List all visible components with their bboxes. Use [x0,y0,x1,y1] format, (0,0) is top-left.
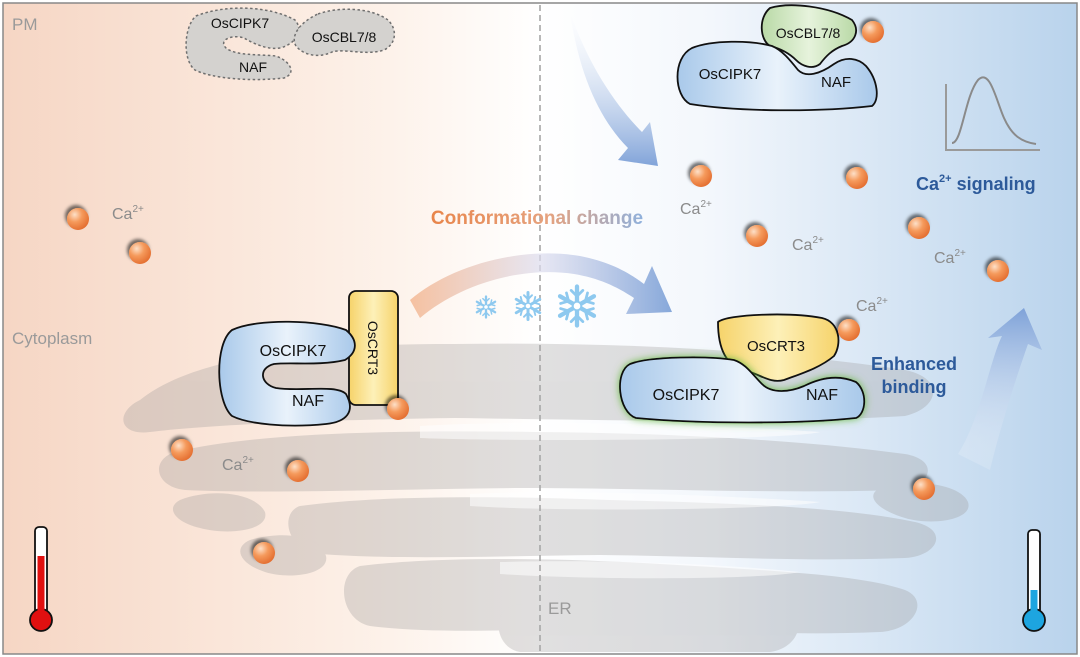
warm-oscipk7-shape [218,320,356,427]
active-oscrt3-label: OsCRT3 [747,338,805,355]
calcium-ion [253,542,275,564]
inactive-pm-complex: OsCIPK7 NAF OsCBL7/8 [185,7,396,81]
er-lumen-gaps [420,423,820,579]
calcium-ion [67,208,89,230]
active-oscipk7-crt3-label: OsCIPK7 [653,387,720,404]
calcium-ion [129,242,151,264]
calcium-ion [690,165,712,187]
warm-naf-label: NAF [292,393,324,410]
calcium-ion [746,225,768,247]
inactive-oscipk7-label: OsCIPK7 [211,15,270,31]
conformational-change-label: Conformational change [431,208,643,229]
active-oscipk7-crt3-shape [619,356,866,424]
ca-label: Ca2+ [680,199,712,218]
cytoplasm-label: Cytoplasm [12,329,92,348]
calcium-ion [908,217,930,239]
thermometer-hot-icon [29,526,53,632]
active-naf-crt3-label: NAF [806,387,838,404]
active-oscipk7-label: OsCIPK7 [699,66,762,83]
calcium-ion [838,319,860,341]
calcium-ion [171,439,193,461]
ca-label: Ca2+ [222,455,254,474]
calcium-transient-graph-icon [945,76,1040,151]
calcium-ions [67,21,1009,564]
inactive-oscbl-label: OsCBL7/8 [312,29,377,45]
inactive-oscbl-shape [293,8,396,57]
calcium-ion [987,260,1009,282]
calcium-ion [287,460,309,482]
active-cipk7-crt3-complex: OsCRT3 OsCIPK7 NAF [619,313,866,424]
calcium-ion [862,21,884,43]
er-label: ER [548,599,572,618]
active-pm-complex: OsCBL7/8 OsCIPK7 NAF [676,4,878,112]
pm-label: PM [12,15,38,34]
ca-label: Ca2+ [934,248,966,267]
warm-oscipk7-label: OsCIPK7 [260,343,327,360]
inactive-oscipk7-shape [185,7,300,81]
thermometer-cold-icon [1022,529,1046,632]
enhanced-binding-label-line1: Enhanced [871,354,957,374]
warm-oscrt3-label: OsCRT3 [365,321,381,375]
calcium-ion [387,398,409,420]
active-oscbl-label: OsCBL7/8 [776,25,841,41]
ca-signaling-label: Ca2+ signaling [916,173,1036,194]
ca-label: Ca2+ [856,296,888,315]
inactive-naf-label: NAF [239,59,267,75]
ca-label: Ca2+ [112,204,144,223]
active-naf-label: NAF [821,74,851,91]
warm-cipk7-crt3-complex: OsCRT3 OsCIPK7 NAF [218,290,399,427]
signal-up-arrow [958,308,1042,470]
influx-down-arrow [570,12,658,166]
conformational-change-arrow [410,253,672,318]
enhanced-binding-label-line2: binding [882,377,947,397]
active-oscipk7-shape [676,40,878,112]
ca-label: Ca2+ [792,235,824,254]
calcium-ion [913,478,935,500]
calcium-ion [846,167,868,189]
